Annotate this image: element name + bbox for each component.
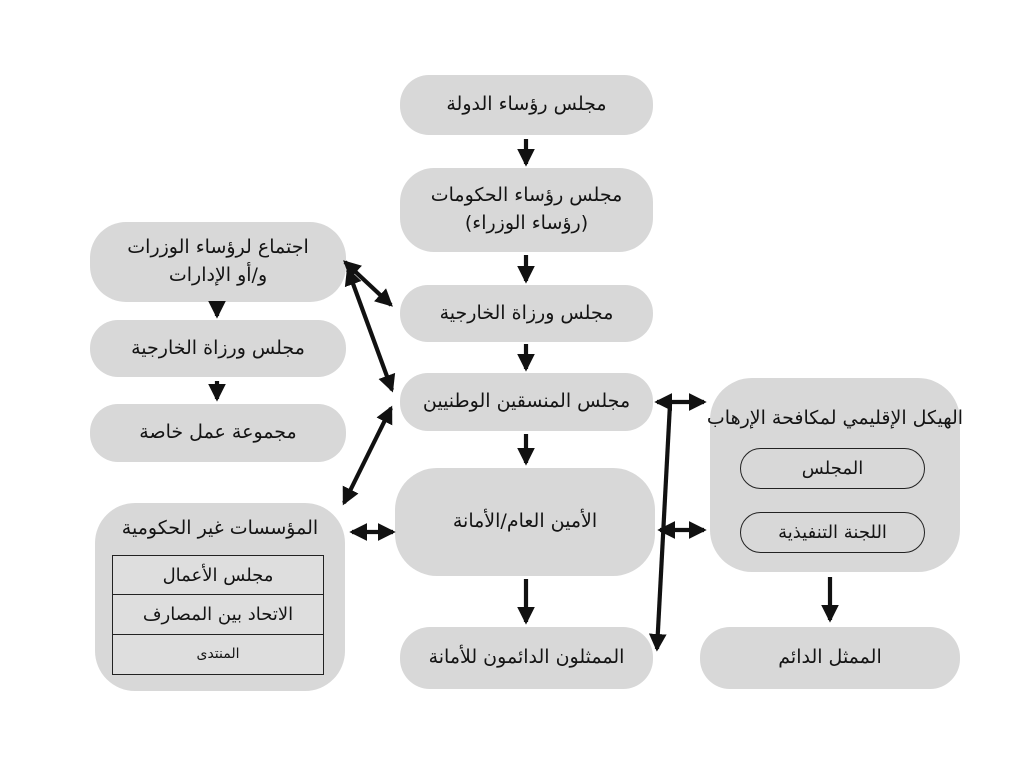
node-permanent-reps-secretariat: الممثلون الدائمون للأمانة xyxy=(400,627,653,689)
ngo-item-forum: المنتدى xyxy=(112,633,324,675)
node-secretary-general: الأمين العام/الأمانة xyxy=(395,468,655,576)
node-secretary-general-label: الأمين العام/الأمانة xyxy=(452,510,598,533)
node-heads-of-state-label: مجلس رؤساء الدولة xyxy=(446,93,607,116)
arrow-ministries-meeting-foreign-ministers-center xyxy=(343,260,393,307)
node-ministries-meeting-label: اجتماع لرؤساء الوزرات و/أو الإدارات xyxy=(127,236,309,286)
node-foreign-ministers-left-label: مجلس ورزاة الخارجية xyxy=(131,336,305,359)
arrow-rats-link-to-permanent-reps xyxy=(648,403,673,652)
ngo-item-business-council: مجلس الأعمال xyxy=(112,555,324,596)
node-special-working-group: مجموعة عمل خاصة xyxy=(90,404,346,462)
ngo-items-list: مجلس الأعمال الاتحاد بين المصارف المنتدى xyxy=(112,555,324,675)
ngo-item-interbank-consortium: الاتحاد بين المصارف xyxy=(112,594,324,636)
node-ministries-meeting: اجتماع لرؤساء الوزرات و/أو الإدارات xyxy=(90,222,346,302)
group-regional-anti-terrorist-structure: الهيكل الإقليمي لمكافحة الإرهاب المجلس ا… xyxy=(706,378,964,572)
ngo-group-title: المؤسسات غير الحكومية xyxy=(121,517,319,539)
node-national-coordinators: مجلس المنسقين الوطنيين xyxy=(400,373,653,431)
node-permanent-representative-label: الممثل الدائم xyxy=(778,646,882,669)
rats-council-pill: المجلس xyxy=(740,448,925,489)
rats-group-title: الهيكل الإقليمي لمكافحة الإرهاب xyxy=(706,407,964,429)
rats-executive-committee-pill: اللجنة التنفيذية xyxy=(740,512,925,553)
group-non-governmental-institutions: المؤسسات غير الحكومية مجلس الأعمال الاتح… xyxy=(95,503,345,691)
node-heads-of-state: مجلس رؤساء الدولة xyxy=(400,75,653,135)
arrow-ngo-national-coordinators xyxy=(342,405,393,506)
node-heads-of-government: مجلس رؤساء الحكومات (رؤساء الوزراء) xyxy=(400,168,653,252)
node-permanent-representative: الممثل الدائم xyxy=(700,627,960,689)
node-permanent-reps-secretariat-label: الممثلون الدائمون للأمانة xyxy=(428,646,625,669)
node-heads-of-government-label: مجلس رؤساء الحكومات (رؤساء الوزراء) xyxy=(430,184,623,234)
node-foreign-ministers-center: مجلس ورزاة الخارجية xyxy=(400,285,653,342)
node-special-working-group-label: مجموعة عمل خاصة xyxy=(139,421,297,444)
node-national-coordinators-label: مجلس المنسقين الوطنيين xyxy=(422,390,631,413)
arrow-ministries-meeting-national-coordinators xyxy=(344,267,396,393)
node-foreign-ministers-left: مجلس ورزاة الخارجية xyxy=(90,320,346,377)
node-foreign-ministers-center-label: مجلس ورزاة الخارجية xyxy=(439,301,614,324)
